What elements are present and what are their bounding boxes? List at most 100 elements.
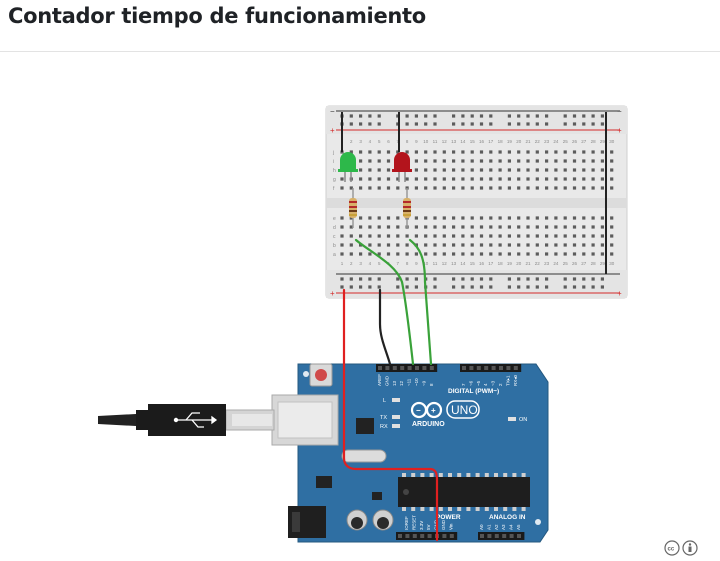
power-header-pin[interactable] xyxy=(442,534,447,538)
breadboard-hole xyxy=(507,159,511,163)
digital-header-right-pin[interactable] xyxy=(462,366,466,370)
breadboard-column-number: 23 xyxy=(544,139,550,144)
breadboard-hole xyxy=(461,177,465,181)
breadboard-rail-hole xyxy=(479,285,484,289)
digital-header-pin[interactable] xyxy=(422,366,427,370)
breadboard-hole xyxy=(610,252,614,256)
power-header-body xyxy=(396,532,458,540)
breadboard-column-number: 22 xyxy=(535,261,541,266)
breadboard-hole xyxy=(582,186,586,190)
breadboard-rail-hole xyxy=(405,277,409,281)
breadboard-hole xyxy=(340,234,344,238)
power-header-pin[interactable] xyxy=(449,534,454,538)
breadboard-rail-hole xyxy=(461,122,465,126)
breadboard-rail-hole xyxy=(470,277,474,281)
breadboard-hole xyxy=(498,243,502,247)
chip-pin xyxy=(503,507,508,511)
breadboard-hole xyxy=(563,150,567,154)
breadboard-hole xyxy=(433,234,437,238)
digital-header-pin[interactable] xyxy=(385,366,390,370)
breadboard-hole xyxy=(517,177,521,181)
breadboard-hole xyxy=(535,216,539,220)
digital-pin-label: 7 xyxy=(461,383,466,386)
digital-header-right-pin[interactable] xyxy=(506,366,511,370)
power-header-pin[interactable] xyxy=(427,534,432,538)
breadboard-row-letter: i xyxy=(333,159,334,165)
breadboard-hole xyxy=(526,177,530,181)
breadboard-hole xyxy=(452,225,456,229)
digital-header-pin[interactable] xyxy=(415,366,419,370)
chip-pin xyxy=(484,473,489,477)
breadboard-rail-hole xyxy=(507,277,511,281)
breadboard-rail-hole xyxy=(545,114,549,118)
analog-header-pin[interactable] xyxy=(517,534,521,538)
on-led xyxy=(508,417,516,421)
wire-green-pin-12 xyxy=(354,238,415,366)
breadboard-hole xyxy=(545,216,549,220)
power-header-pin[interactable] xyxy=(420,534,425,538)
breadboard-rail-hole xyxy=(452,285,456,289)
breadboard-rail-hole xyxy=(517,122,521,126)
analog-header-pin[interactable] xyxy=(487,534,492,538)
power-header-pin[interactable] xyxy=(412,534,417,538)
digital-header-pin[interactable] xyxy=(400,366,405,370)
digital-pin-label: RX◂0 xyxy=(513,374,518,386)
power-header-pin[interactable] xyxy=(405,534,410,538)
breadboard-hole xyxy=(349,150,353,154)
digital-header-right-pin[interactable] xyxy=(499,366,503,370)
breadboard-hole xyxy=(349,252,353,256)
breadboard-hole xyxy=(507,216,511,220)
analog-header-pin[interactable] xyxy=(502,534,507,538)
digital-pin-label: ~3 xyxy=(491,380,496,386)
breadboard-rail-hole xyxy=(452,114,456,118)
breadboard-rail-hole xyxy=(424,122,428,126)
breadboard-column-number: 13 xyxy=(451,261,457,266)
power-header-pin[interactable] xyxy=(398,534,402,538)
breadboard-column-number: 21 xyxy=(525,261,531,266)
digital-header-pin[interactable] xyxy=(392,366,397,370)
analog-header-pin[interactable] xyxy=(494,534,499,538)
digital-pin-label: AREF xyxy=(377,374,382,386)
breadboard-hole xyxy=(479,243,484,247)
digital-header-pin[interactable] xyxy=(429,366,434,370)
breadboard-hole xyxy=(554,234,558,238)
breadboard-hole xyxy=(377,159,381,163)
reset-button-cap xyxy=(315,369,327,381)
breadboard-rail-hole xyxy=(377,277,381,281)
l-label: L xyxy=(383,398,386,404)
breadboard-rail-hole xyxy=(591,114,595,118)
breadboard-hole xyxy=(470,159,474,163)
breadboard-hole xyxy=(349,186,353,190)
digital-header-right-pin[interactable] xyxy=(476,366,481,370)
breadboard-hole xyxy=(386,225,391,229)
breadboard-hole xyxy=(489,186,493,190)
breadboard-rail-hole xyxy=(433,277,437,281)
rail-plus-label-left: + xyxy=(330,126,335,135)
rail-plus-label-bottom-left: + xyxy=(330,289,335,298)
breadboard-hole xyxy=(545,252,549,256)
digital-header-right-pin[interactable] xyxy=(491,366,496,370)
breadboard-hole xyxy=(517,186,521,190)
analog-header-pin[interactable] xyxy=(509,534,514,538)
breadboard-hole xyxy=(554,243,558,247)
digital-header-right-pin[interactable] xyxy=(513,366,518,370)
breadboard-hole xyxy=(610,177,614,181)
breadboard-column-number: 4 xyxy=(369,261,372,266)
digital-header-right-pin[interactable] xyxy=(484,366,489,370)
analog-pin-label: A4 xyxy=(509,524,514,530)
breadboard-hole xyxy=(433,150,437,154)
digital-header-pin[interactable] xyxy=(407,366,412,370)
breadboard-hole xyxy=(377,216,381,220)
breadboard-rail-hole xyxy=(507,122,511,126)
breadboard-hole xyxy=(591,177,595,181)
analog-header-pin[interactable] xyxy=(480,534,484,538)
breadboard-column-number: 20 xyxy=(516,139,522,144)
breadboard-hole xyxy=(386,186,391,190)
breadboard-hole xyxy=(479,186,484,190)
digital-header-pin[interactable] xyxy=(378,366,382,370)
breadboard-hole xyxy=(452,150,456,154)
digital-header-right-pin[interactable] xyxy=(469,366,474,370)
breadboard-rail-hole xyxy=(517,277,521,281)
breadboard-rail-hole xyxy=(349,114,353,118)
